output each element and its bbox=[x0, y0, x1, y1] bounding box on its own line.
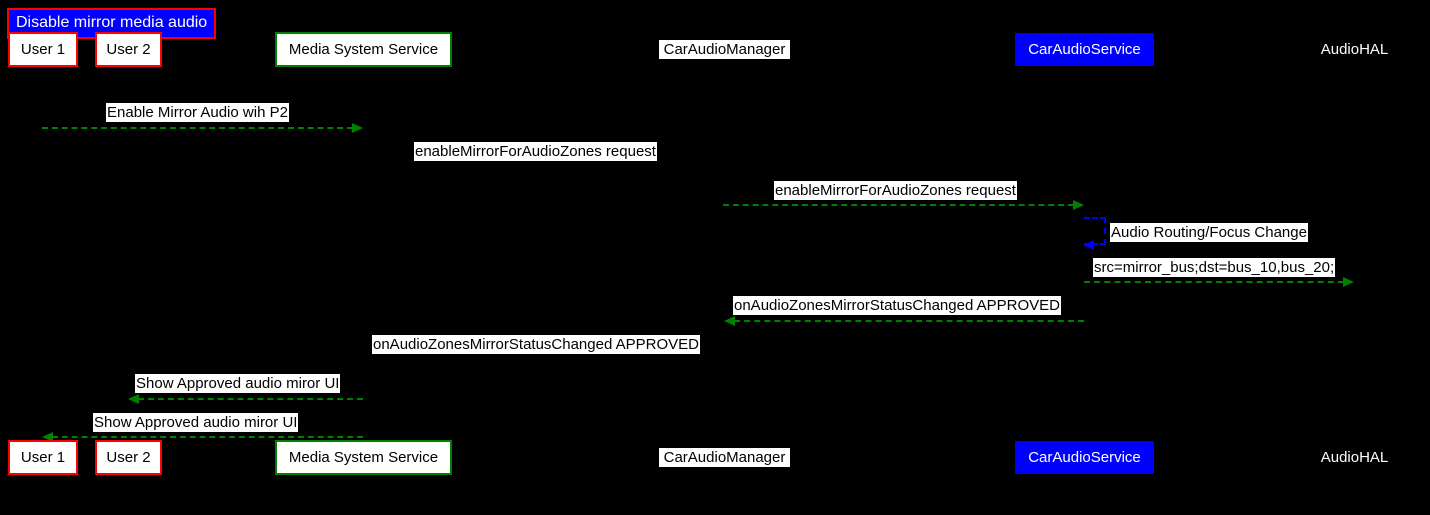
arrow-head-m8 bbox=[128, 394, 139, 404]
participant-label: User 2 bbox=[106, 449, 151, 466]
arrow-head-m7 bbox=[363, 355, 374, 365]
message-label-m4: Audio Routing/Focus Change bbox=[1110, 223, 1308, 242]
lifeline-user2 bbox=[128, 70, 129, 440]
message-line-m5 bbox=[1084, 281, 1344, 283]
message-line-m3 bbox=[723, 204, 1074, 206]
participant-label: User 1 bbox=[20, 41, 66, 58]
message-line-m1 bbox=[42, 127, 353, 129]
participant-label: User 1 bbox=[20, 449, 66, 466]
participant-label: Media System Service bbox=[288, 449, 439, 466]
participant-user2-bottom[interactable]: User 2 bbox=[95, 440, 162, 475]
message-label-m6: onAudioZonesMirrorStatusChanged APPROVED bbox=[733, 296, 1062, 315]
participant-audiohal-bottom[interactable]: AudioHAL bbox=[1314, 448, 1395, 467]
message-label-m1: Enable Mirror Audio wih P2 bbox=[106, 103, 289, 122]
arrow-head-m4 bbox=[1083, 240, 1094, 250]
participant-user2-top[interactable]: User 2 bbox=[95, 32, 162, 67]
message-line-m2 bbox=[363, 166, 714, 168]
lifeline-caraudiomanager bbox=[724, 70, 725, 440]
participant-caraudiomanager-bottom[interactable]: CarAudioManager bbox=[659, 448, 790, 467]
lifeline-audiohal bbox=[1354, 70, 1355, 440]
arrow-head-m6 bbox=[724, 316, 735, 326]
participant-user1-top[interactable]: User 1 bbox=[8, 32, 78, 67]
message-label-m2: enableMirrorForAudioZones request bbox=[414, 142, 657, 161]
arrow-head-m3 bbox=[1073, 200, 1084, 210]
arrow-head-m5 bbox=[1343, 277, 1354, 287]
participant-user1-bottom[interactable]: User 1 bbox=[8, 440, 78, 475]
participant-label: CarAudioManager bbox=[663, 41, 786, 58]
arrow-head-m1 bbox=[352, 123, 363, 133]
participant-label: CarAudioService bbox=[1028, 449, 1141, 466]
participant-audiohal-top[interactable]: AudioHAL bbox=[1314, 40, 1395, 59]
participant-label: AudioHAL bbox=[1320, 41, 1389, 58]
arrow-head-m9 bbox=[42, 432, 53, 442]
message-line-m7 bbox=[373, 359, 724, 361]
message-line-m9 bbox=[52, 436, 363, 438]
message-label-m5: src=mirror_bus;dst=bus_10,bus_20; bbox=[1093, 258, 1336, 277]
message-label-m3: enableMirrorForAudioZones request bbox=[774, 181, 1017, 200]
participant-mediasystem-top[interactable]: Media System Service bbox=[275, 32, 452, 67]
message-label-m7: onAudioZonesMirrorStatusChanged APPROVED bbox=[372, 335, 701, 354]
lifeline-mediasystem bbox=[363, 70, 364, 440]
participant-label: CarAudioManager bbox=[663, 449, 786, 466]
participant-label: User 2 bbox=[106, 41, 151, 58]
participant-mediasystem-bottom[interactable]: Media System Service bbox=[275, 440, 452, 475]
participant-label: AudioHAL bbox=[1320, 449, 1389, 466]
message-line-m6 bbox=[734, 320, 1084, 322]
lifeline-user1 bbox=[43, 70, 44, 440]
message-line-m8 bbox=[138, 398, 363, 400]
lifeline-caraudioservice bbox=[1084, 70, 1085, 440]
message-label-m9: Show Approved audio miror UI bbox=[93, 413, 299, 432]
self-message-loop-m4 bbox=[1084, 217, 1106, 245]
participant-caraudiomanager-top[interactable]: CarAudioManager bbox=[659, 40, 790, 59]
participant-label: CarAudioService bbox=[1028, 41, 1141, 58]
participant-caraudioservice-bottom[interactable]: CarAudioService bbox=[1015, 441, 1154, 474]
participant-label: Media System Service bbox=[288, 41, 439, 58]
arrow-head-m2 bbox=[713, 162, 724, 172]
participant-caraudioservice-top[interactable]: CarAudioService bbox=[1015, 33, 1154, 66]
message-label-m8: Show Approved audio miror UI bbox=[135, 374, 341, 393]
